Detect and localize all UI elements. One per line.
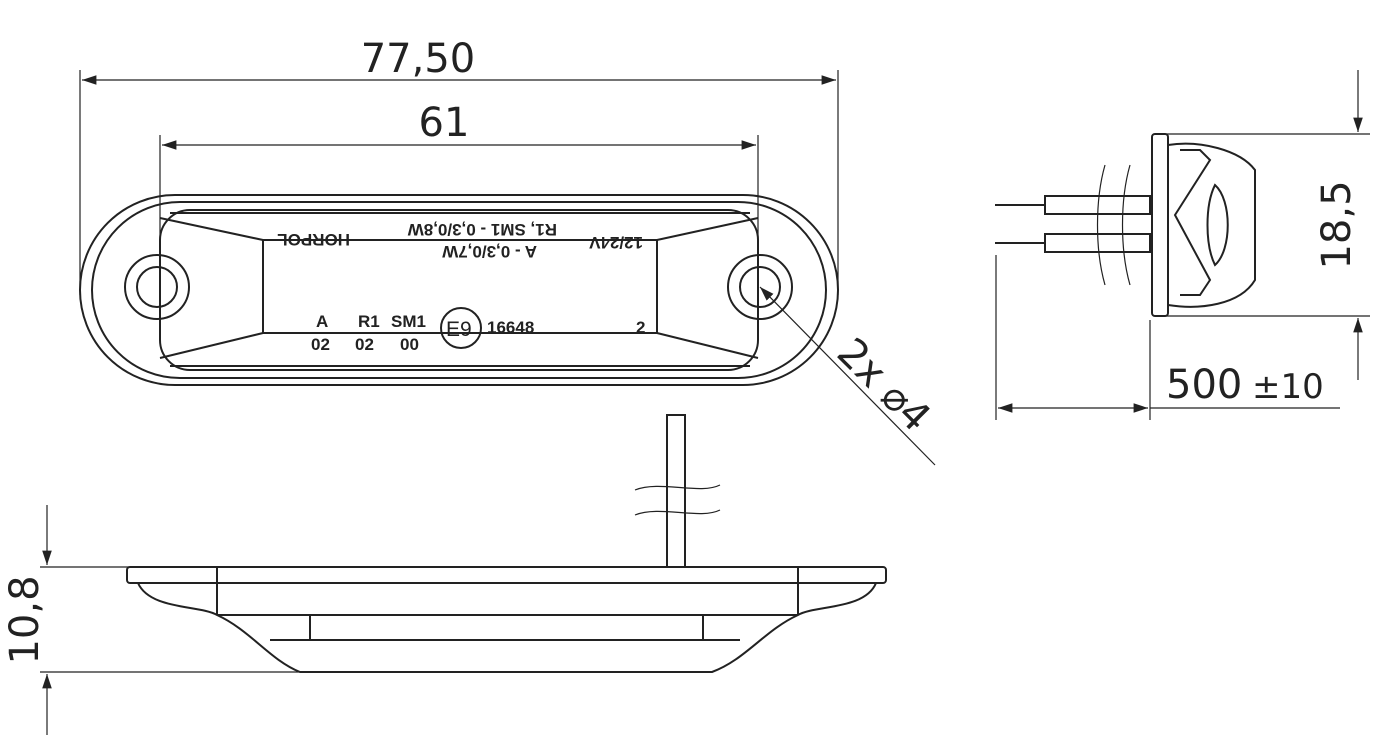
approval-mark: E9 [446, 318, 472, 341]
dimension-depth: 10,8 [2, 505, 300, 735]
e-mark-circle [440, 307, 482, 349]
marking: 00 [400, 335, 419, 354]
marking: R1 [358, 312, 380, 331]
voltage-marking: 12/24V [588, 233, 643, 252]
power-marking: R1, SM1 - 0,3/0,8W [407, 220, 557, 239]
brand-marking: HORPOL [277, 230, 350, 249]
marking: 02 [355, 335, 374, 354]
dimension-label: 2x ⌀4 [828, 330, 939, 441]
dimension-label: 61 [419, 100, 470, 146]
dimension-hole-spacing: 61 [159, 100, 759, 290]
marking: A [316, 312, 328, 331]
marking: 02 [311, 335, 330, 354]
dimension-hole-diameter: 2x ⌀4 [759, 286, 939, 466]
dimension-label: 18,5 [1314, 180, 1360, 269]
dimension-overall-length: 77,50 [79, 36, 839, 295]
lamp-side-view [995, 133, 1256, 317]
dimension-label: 10,8 [2, 575, 48, 664]
marking: 16648 [487, 318, 534, 337]
marking: 2 [636, 318, 645, 337]
dimension-label: 77,50 [361, 36, 476, 82]
dimension-height: 18,5 [1165, 70, 1370, 380]
marking: SM1 [391, 312, 426, 331]
power-marking: A - 0,3/0,7W [441, 242, 537, 261]
lamp-top-view: HORPOL R1, SM1 - 0,3/0,8W A - 0,3/0,7W 1… [79, 194, 839, 386]
dimension-label: 500 [1166, 362, 1242, 408]
lamp-front-view [126, 414, 887, 673]
tolerance-label: ±10 [1252, 367, 1324, 407]
dimension-cable-length: 500 ±10 [995, 255, 1340, 420]
